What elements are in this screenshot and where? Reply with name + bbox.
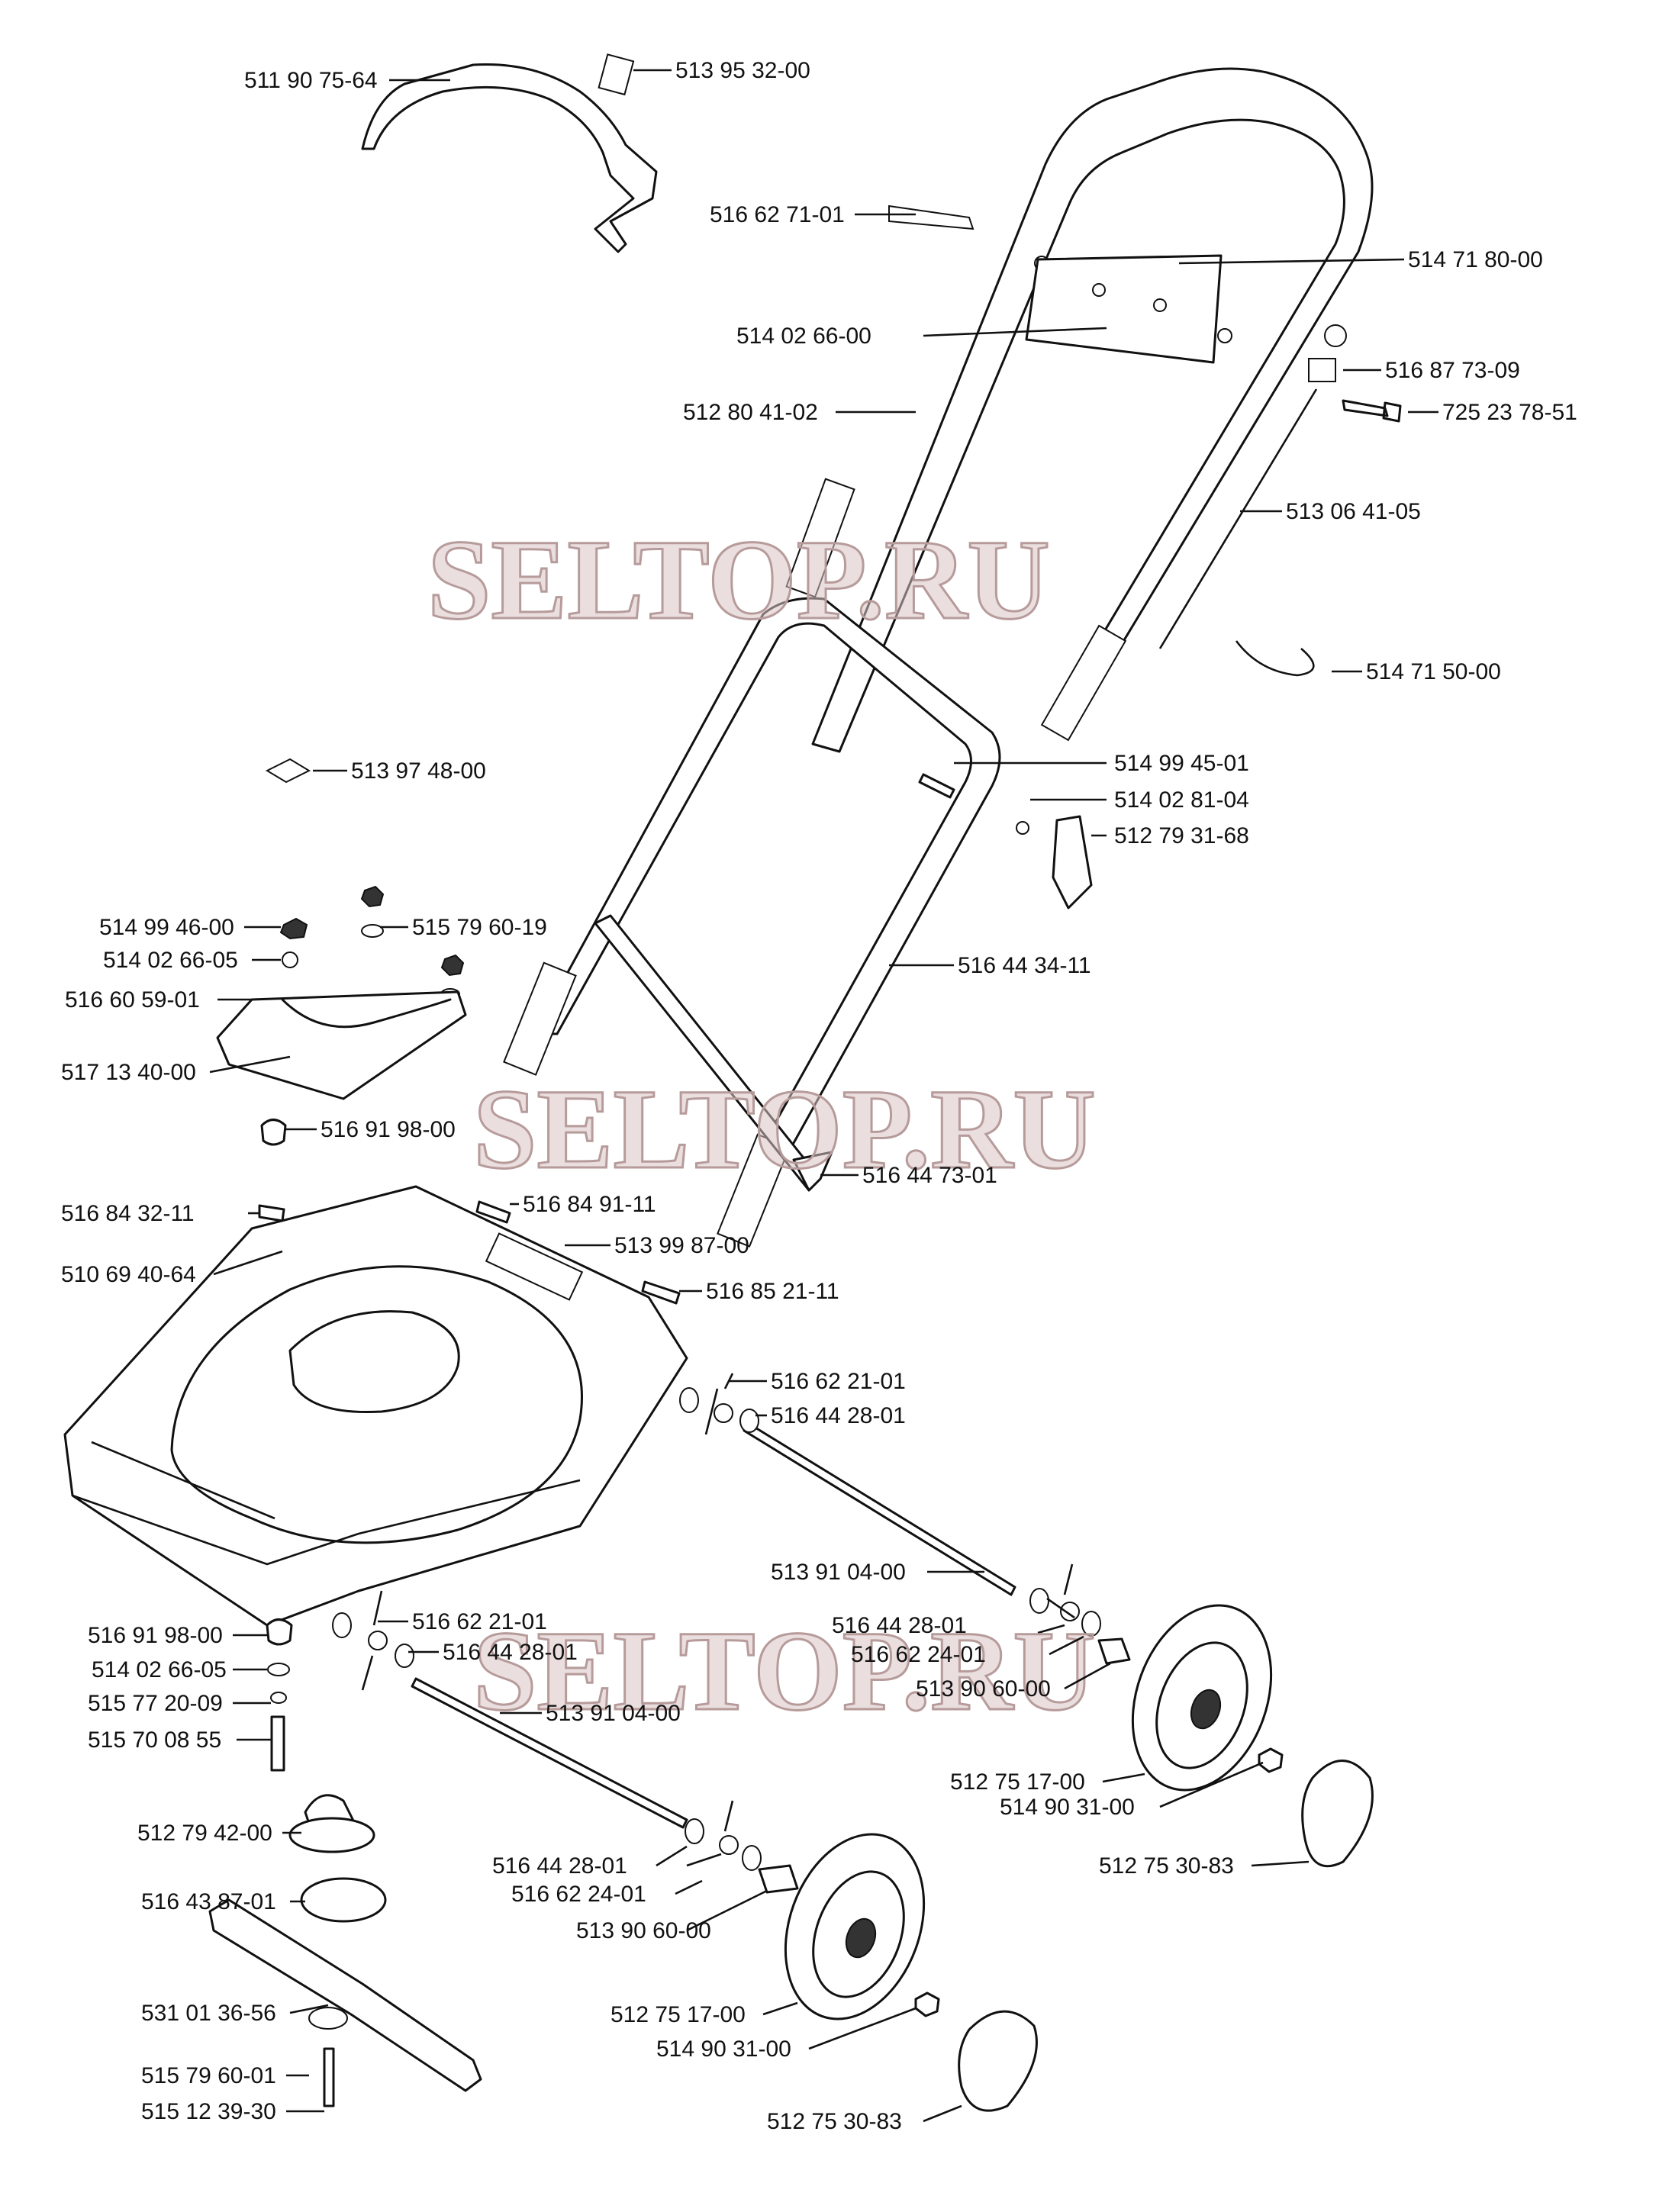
- part-label: 516 62 71-01: [710, 202, 845, 227]
- part-label: 512 75 17-00: [950, 1769, 1085, 1795]
- front-axle-drawing: [411, 1677, 688, 1829]
- watermark: SELTOP.RU: [473, 1066, 1096, 1193]
- part-label: 516 91 98-00: [88, 1623, 223, 1648]
- part-label: 514 02 66-05: [92, 1657, 227, 1682]
- decal-strip-drawing: [598, 53, 635, 96]
- part-label: 513 90 60-00: [916, 1676, 1051, 1702]
- part-label: 516 43 87-01: [141, 1889, 276, 1914]
- watermark: SELTOP.RU: [473, 1608, 1096, 1734]
- bracket-drawing: [216, 990, 467, 1100]
- part-label: 516 44 28-01: [771, 1403, 906, 1428]
- part-label: 512 75 17-00: [610, 2002, 746, 2027]
- part-label: 514 71 80-00: [1408, 247, 1543, 272]
- part-label: 516 44 34-11: [958, 953, 1091, 978]
- rear-axle-hardware-drawing: [679, 1373, 1131, 1665]
- part-label: 514 71 50-00: [1366, 659, 1501, 684]
- part-label: 516 84 91-11: [523, 1192, 656, 1217]
- deck-drawing: [63, 1185, 688, 1627]
- cable-ring-drawing: [1324, 324, 1347, 347]
- rear-hubcap-drawing: [1301, 1760, 1374, 1868]
- cable-clamp-drawing: [1308, 358, 1336, 382]
- part-label: 513 91 04-00: [546, 1701, 681, 1726]
- part-label: 514 90 31-00: [656, 2037, 791, 2062]
- watermark: SELTOP.RU: [427, 517, 1050, 643]
- part-label: 514 90 31-00: [1000, 1795, 1135, 1820]
- part-label: 531 01 36-56: [141, 2001, 276, 2026]
- part-label: 515 77 20-09: [88, 1691, 223, 1716]
- screw-drawing: [918, 773, 955, 799]
- part-label: 514 02 66-00: [736, 324, 871, 349]
- knob-drawing: [1052, 815, 1093, 910]
- part-label: 515 79 60-01: [141, 2063, 276, 2088]
- leader-lines: [209, 69, 1438, 2123]
- part-label: 515 79 60-19: [412, 915, 547, 940]
- upper-handle-drawing: [785, 67, 1374, 753]
- screw-c-drawing: [641, 1280, 681, 1305]
- front-axle-hardware-drawing: [332, 1590, 799, 1894]
- part-label: 516 62 24-01: [851, 1642, 986, 1667]
- cable-drawing: [1158, 388, 1318, 649]
- part-label: 512 75 30-83: [767, 2109, 902, 2134]
- part-label: 514 02 66-05: [103, 948, 238, 973]
- lower-handle-drawing: [503, 597, 1001, 1248]
- diamond-decal-drawing: [265, 758, 311, 784]
- screw-a-drawing: [258, 1204, 285, 1222]
- part-label: 514 02 81-04: [1114, 787, 1249, 813]
- part-label: 516 62 24-01: [511, 1882, 646, 1907]
- part-label: 515 12 39-30: [141, 2099, 276, 2124]
- part-label: 516 44 28-01: [832, 1613, 967, 1638]
- part-label: 516 44 28-01: [443, 1640, 578, 1665]
- part-label: 516 91 98-00: [321, 1117, 456, 1142]
- pin-drawing: [888, 204, 975, 230]
- cap-drawing: [260, 1119, 287, 1146]
- part-label: 517 13 40-00: [61, 1060, 196, 1085]
- part-label: 516 62 21-01: [412, 1609, 547, 1634]
- part-label: 516 84 32-11: [61, 1201, 195, 1226]
- part-label: 516 62 21-01: [771, 1369, 906, 1394]
- part-label: 516 44 28-01: [492, 1853, 627, 1879]
- rear-wheel-drawing: [1131, 1604, 1273, 1792]
- bolt-drawing: [1342, 399, 1402, 423]
- part-label: 514 99 46-00: [99, 915, 234, 940]
- rear-nut-drawing: [1258, 1747, 1284, 1773]
- front-hubcap-drawing: [958, 2010, 1038, 2112]
- part-label: 513 06 41-05: [1286, 499, 1421, 524]
- part-label: 512 80 41-02: [683, 400, 818, 425]
- washer-small-drawing: [1016, 821, 1029, 835]
- part-label: 514 99 45-01: [1114, 751, 1249, 776]
- part-label: 512 79 31-68: [1114, 823, 1249, 848]
- part-label: 510 69 40-64: [61, 1262, 196, 1287]
- part-label: 516 60 59-01: [65, 987, 200, 1013]
- part-label: 515 70 08 55: [88, 1727, 221, 1753]
- part-label: 513 97 48-00: [351, 758, 486, 784]
- blade-hardware-drawing: [208, 1618, 482, 2107]
- front-nut-drawing: [914, 1991, 940, 2017]
- part-label: 513 99 87-00: [614, 1233, 749, 1258]
- part-label: 511 90 75-64: [244, 68, 378, 93]
- hardware-group-drawing: [279, 885, 465, 1000]
- clip-drawing: [1235, 640, 1315, 677]
- front-wheel-drawing: [784, 1833, 926, 2020]
- part-label: 512 75 30-83: [1099, 1853, 1234, 1879]
- part-label: 512 79 42-00: [137, 1821, 272, 1846]
- control-bar-drawing: [361, 63, 658, 253]
- part-label: 513 91 04-00: [771, 1560, 906, 1585]
- part-label: 516 87 73-09: [1385, 358, 1520, 383]
- part-label: 513 95 32-00: [675, 58, 810, 83]
- part-label: 725 23 78-51: [1442, 400, 1577, 425]
- part-label: 516 44 73-01: [862, 1163, 997, 1188]
- screw-b-drawing: [475, 1200, 511, 1224]
- part-label: 516 85 21-11: [706, 1279, 839, 1304]
- part-label: 513 90 60-00: [576, 1918, 711, 1943]
